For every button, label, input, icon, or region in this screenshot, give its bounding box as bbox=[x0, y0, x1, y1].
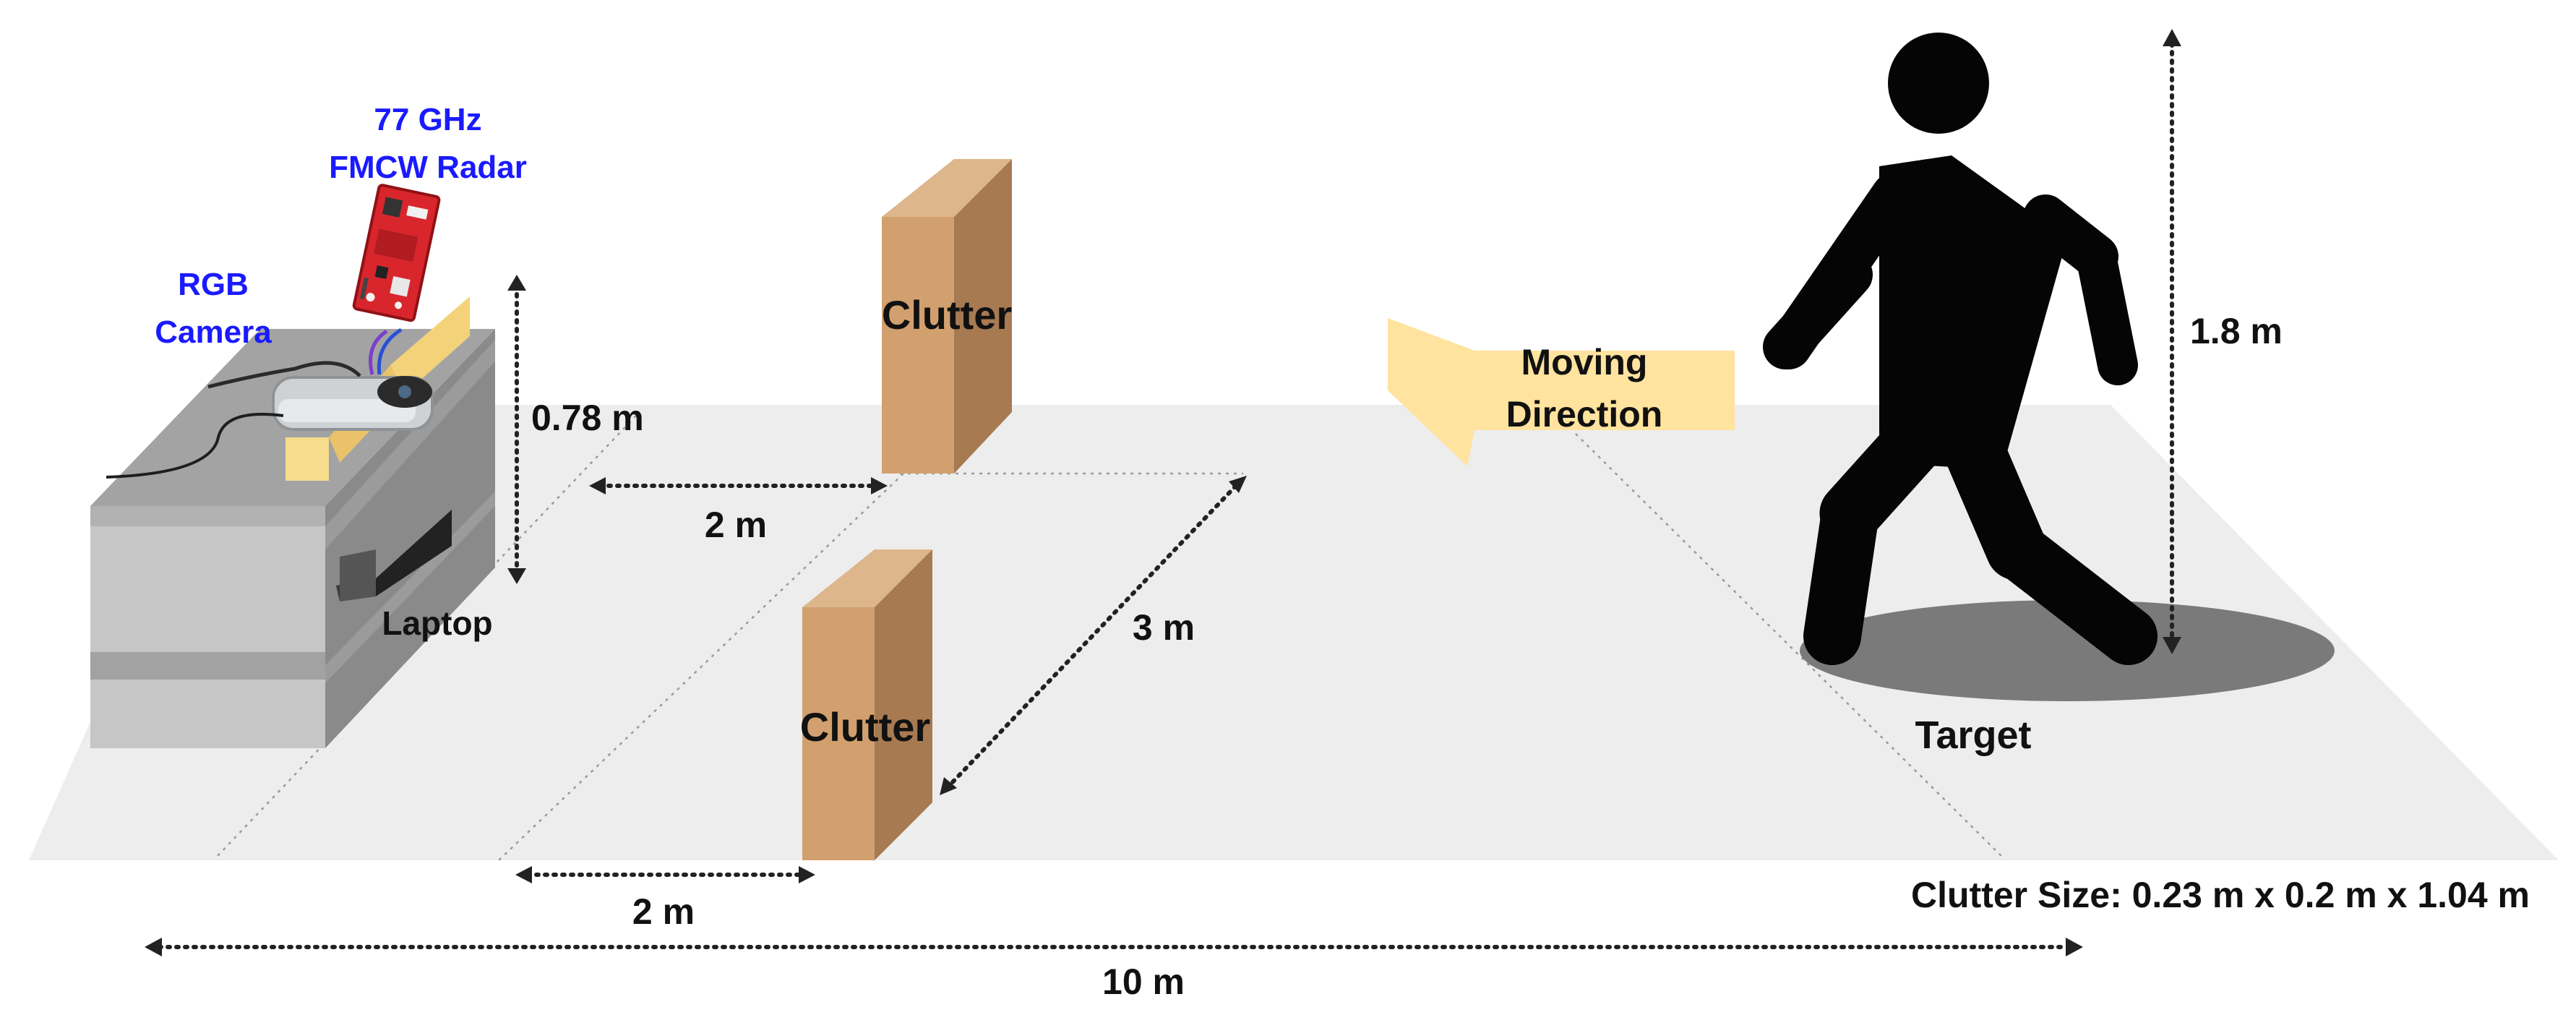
gap-top-label: 2 m bbox=[705, 505, 767, 545]
camera-label-line1: RGB bbox=[178, 267, 249, 302]
separation-label: 3 m bbox=[1133, 607, 1195, 648]
clutter-top bbox=[882, 159, 1012, 474]
target-label: Target bbox=[1915, 714, 2031, 757]
laptop-label: Laptop bbox=[382, 604, 492, 642]
clutter-size-label: Clutter Size: 0.23 m x 0.2 m x 1.04 m bbox=[1911, 875, 2530, 915]
clutter-top-label: Clutter bbox=[882, 292, 1012, 338]
person-height-label: 1.8 m bbox=[2190, 311, 2283, 351]
radar-label-line1: 77 GHz bbox=[374, 102, 481, 137]
clutter-bottom-label: Clutter bbox=[800, 704, 930, 750]
laptop-icon bbox=[336, 510, 452, 601]
moving-label-line1: Moving bbox=[1521, 342, 1648, 382]
radar-board-icon bbox=[352, 184, 441, 322]
target-shadow bbox=[1800, 600, 2335, 701]
total-length-label: 10 m bbox=[1102, 961, 1185, 1002]
person-icon bbox=[1763, 33, 2158, 665]
camera-label-line2: Camera bbox=[155, 314, 272, 350]
moving-label-line2: Direction bbox=[1506, 394, 1663, 434]
clutter-bottom bbox=[802, 549, 932, 860]
gap-bottom-label: 2 m bbox=[632, 891, 695, 932]
radar-label-line2: FMCW Radar bbox=[329, 150, 527, 185]
total-length-dimension bbox=[145, 938, 2083, 956]
sensor-height-label: 0.78 m bbox=[531, 398, 644, 438]
separation-dimension bbox=[940, 476, 1247, 795]
moving-arrow-icon bbox=[1388, 318, 1735, 466]
camera-icon bbox=[106, 327, 434, 479]
person-height-dimension bbox=[2163, 29, 2181, 654]
sensor-height-dimension bbox=[507, 275, 526, 584]
gap-bottom-dimension bbox=[515, 866, 815, 883]
gap-top-dimension bbox=[589, 477, 888, 494]
floor bbox=[29, 405, 2559, 860]
